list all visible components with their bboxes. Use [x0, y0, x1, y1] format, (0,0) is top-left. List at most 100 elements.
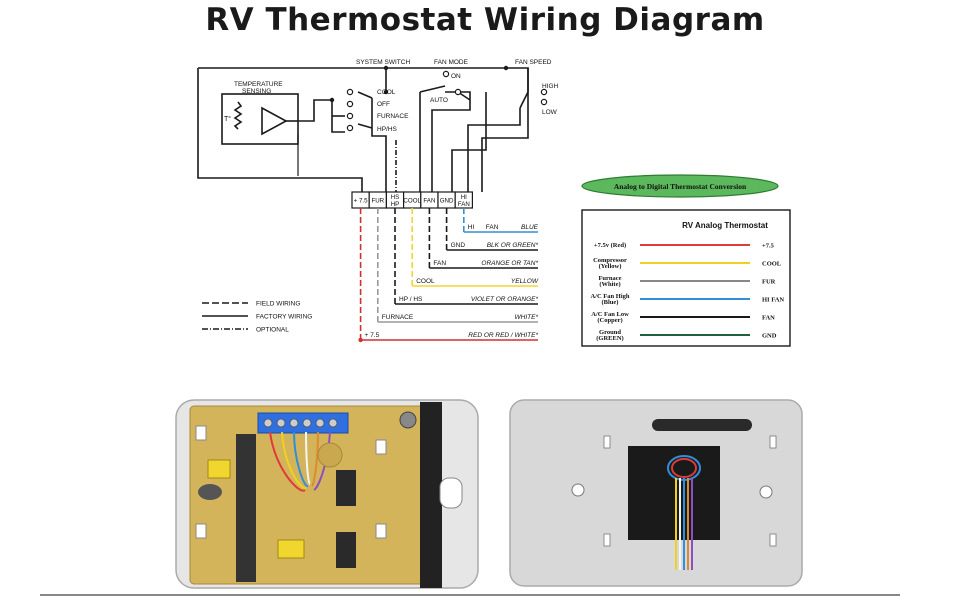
terminal-label: HS: [391, 194, 400, 201]
plate-wire-bundle: [667, 455, 701, 570]
conversion-right-label: FAN: [762, 315, 775, 322]
temperature-sensing-box: [221, 93, 299, 145]
sensing-label: SENSING: [242, 88, 271, 95]
fan-speed-contact: [519, 68, 529, 109]
terminal-label: + 7.5: [354, 198, 368, 205]
blue-wire: [293, 431, 309, 488]
on-label: ON: [451, 73, 461, 80]
wire-short-label: GND: [451, 242, 466, 249]
thermostat-board-photo: [175, 399, 479, 589]
gnd-feed: [451, 92, 487, 192]
mount-slot: [439, 477, 463, 509]
red-wire-loop: [671, 458, 697, 478]
junction-dot: [329, 97, 335, 103]
plate-screw-hole: [571, 483, 585, 497]
furnace-contact: [357, 123, 373, 129]
page-title: RV Thermostat Wiring Diagram: [205, 2, 765, 38]
conversion-left-label-line2: (GREEN): [596, 335, 623, 342]
conversion-left-label-line2: (Copper): [597, 317, 622, 324]
terminal-screws: [263, 418, 338, 428]
low-label: LOW: [542, 109, 558, 116]
mounting-plate-photo: [509, 399, 803, 587]
fan-mode-label: FAN MODE: [434, 59, 469, 66]
mount-tab: [195, 523, 207, 539]
badge-text: Analog to Digital Thermostat Conversion: [614, 182, 747, 191]
terminal-label: HI: [461, 194, 467, 201]
plate-slots: [603, 435, 777, 547]
terminal-dot: [346, 88, 354, 96]
board-side-rail: [420, 402, 442, 588]
badge-ellipse: [581, 174, 779, 198]
wire-color-label: YELLOW: [511, 278, 539, 285]
legend-label: OPTIONAL: [256, 327, 289, 334]
wire-color-label: BLK OR GREEN*: [487, 242, 539, 249]
coil: [198, 484, 222, 500]
outer-loop-wire: [198, 67, 529, 192]
sensor-symbol: T°: [224, 115, 231, 123]
sensor-to-switch-wire: [298, 99, 332, 122]
plate-slot: [769, 435, 777, 449]
red-wire: [269, 431, 306, 492]
screw-icon: [328, 418, 338, 428]
high-label: HIGH: [542, 83, 559, 90]
junction-dot: [383, 65, 389, 71]
screw-icon: [276, 418, 286, 428]
terminal-label: GND: [440, 198, 454, 205]
conversion-left-label: Compressor: [593, 257, 627, 264]
terminal-dot: [346, 100, 354, 108]
screw-icon: [263, 418, 273, 428]
conversion-badge: Analog to Digital Thermostat Conversion: [581, 174, 779, 198]
screw-icon: [302, 418, 312, 428]
board-wire-bundle: [269, 431, 331, 492]
terminal-label-line2: HP: [391, 201, 400, 208]
fur-feed: [371, 98, 387, 192]
relay-2: [336, 532, 356, 568]
terminal-dot: [454, 88, 462, 96]
hi-fan-feed: [467, 108, 521, 192]
white-wire: [305, 431, 311, 485]
terminal-dot: [346, 112, 354, 120]
conversion-right-label: COOL: [762, 261, 782, 268]
terminal-label: COOL: [403, 198, 421, 205]
furnace-label: FURNACE: [377, 113, 409, 120]
fan-mode-contact: [419, 85, 446, 93]
terminal-dot: [540, 98, 548, 106]
screw-icon: [289, 418, 299, 428]
bottom-divider: [40, 594, 900, 596]
terminal-dot: [540, 88, 548, 96]
plate-slot: [769, 533, 777, 547]
switch-bus: [331, 100, 345, 133]
conversion-left-label-line2: (Yellow): [599, 263, 622, 270]
cool-label: COOL: [377, 89, 396, 96]
plate-slot: [603, 435, 611, 449]
plate-slot: [603, 533, 611, 547]
wire-color-label: ORANGE OR TAN*: [481, 260, 538, 267]
terminal-label: FUR: [371, 198, 384, 205]
conversion-right-label: +7.5: [762, 243, 775, 250]
junction-dot: [503, 65, 509, 71]
wire-short-label: COOL: [416, 278, 435, 285]
conversion-right-label: HI FAN: [762, 297, 784, 304]
conversion-table-title: RV Analog Thermostat: [682, 221, 768, 230]
wire-short-label: FAN: [433, 260, 446, 267]
switch-terminals: [346, 70, 548, 132]
wire-color-label: BLUE: [521, 224, 539, 231]
schematic: [197, 67, 529, 192]
mount-screw-icon: [399, 411, 417, 429]
relay: [336, 470, 356, 506]
mount-tab: [195, 425, 207, 441]
screw-icon: [315, 418, 325, 428]
conversion-left-label: +7.5v (Red): [594, 242, 626, 249]
cool-contact: [357, 91, 373, 99]
mount-tab: [375, 439, 387, 455]
terminal-dot: [442, 70, 450, 78]
terminal-label-line2: FAN: [458, 201, 470, 208]
conversion-left-label-line2: (White): [599, 281, 620, 288]
wire-opening: [628, 446, 720, 540]
mount-tab: [375, 523, 387, 539]
conversion-left-label-line2: (Blue): [602, 299, 619, 306]
plate-top-slot: [652, 419, 752, 431]
